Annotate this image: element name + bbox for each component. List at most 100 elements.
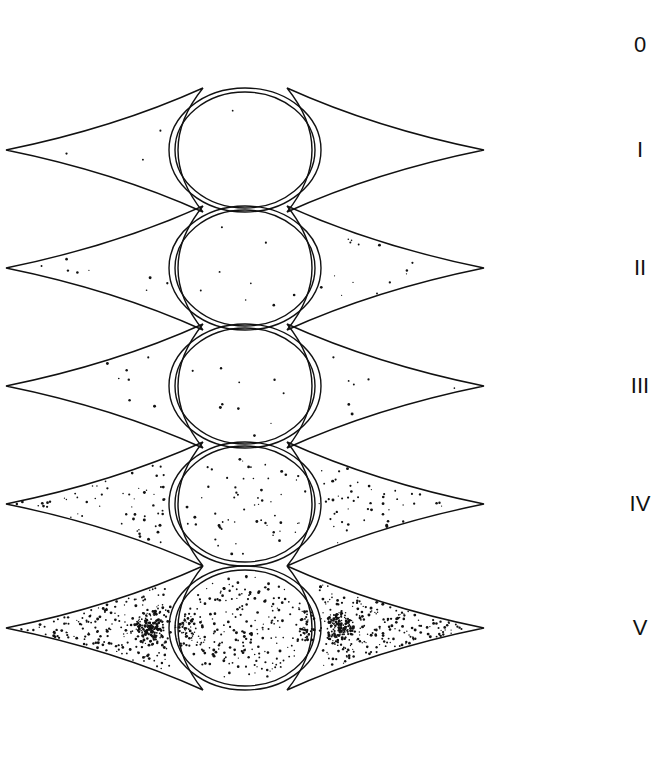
opacity-dot bbox=[306, 629, 308, 631]
opacity-dot bbox=[146, 654, 149, 657]
opacity-dot bbox=[162, 627, 164, 629]
opacity-dot bbox=[429, 626, 430, 627]
opacity-dot bbox=[348, 380, 350, 382]
opacity-dot bbox=[186, 632, 187, 633]
opacity-dot bbox=[267, 588, 270, 591]
opacity-dot bbox=[377, 611, 379, 613]
opacity-dot bbox=[190, 620, 192, 622]
opacity-dot bbox=[213, 641, 215, 643]
opacity-dot bbox=[294, 655, 295, 656]
opacity-dot bbox=[141, 646, 143, 648]
opacity-dot bbox=[127, 633, 128, 634]
opacity-dot bbox=[329, 599, 330, 600]
opacity-dot bbox=[390, 624, 393, 627]
opacity-dot bbox=[398, 614, 400, 616]
opacity-dot bbox=[122, 493, 124, 495]
opacity-dot bbox=[347, 631, 349, 633]
opacity-dot bbox=[162, 604, 164, 606]
opacity-dot bbox=[234, 653, 236, 655]
opacity-dot bbox=[121, 646, 124, 649]
opacity-dot bbox=[247, 656, 249, 658]
opacity-dot bbox=[92, 485, 94, 487]
opacity-dot bbox=[284, 598, 287, 601]
opacity-dot bbox=[277, 608, 278, 609]
opacity-dot bbox=[254, 664, 256, 666]
opacity-dot bbox=[148, 625, 150, 627]
opacity-dot bbox=[304, 629, 305, 630]
opacity-dot bbox=[326, 652, 328, 654]
opacity-dot bbox=[145, 643, 146, 644]
opacity-dot bbox=[37, 505, 39, 507]
opacity-dot bbox=[281, 619, 284, 622]
opacity-dot bbox=[235, 491, 237, 493]
grade-label: III bbox=[631, 375, 649, 397]
opacity-dot bbox=[310, 630, 312, 632]
opacity-dot bbox=[92, 642, 94, 644]
opacity-dot bbox=[162, 594, 165, 597]
opacity-dot bbox=[124, 604, 125, 605]
opacity-dot bbox=[137, 651, 138, 652]
opacity-dot bbox=[334, 644, 335, 645]
opacity-dot bbox=[262, 629, 263, 630]
opacity-dot bbox=[245, 299, 247, 301]
grade-label: V bbox=[633, 617, 648, 639]
opacity-dot bbox=[338, 627, 341, 630]
opacity-dot bbox=[304, 627, 306, 629]
opacity-dot bbox=[176, 638, 178, 640]
opacity-dot bbox=[98, 607, 99, 608]
opacity-dot bbox=[121, 644, 123, 646]
opacity-dot bbox=[138, 619, 139, 620]
opacity-dot bbox=[340, 616, 342, 618]
opacity-dot bbox=[223, 624, 225, 626]
opacity-dot bbox=[204, 602, 207, 605]
opacity-dot bbox=[180, 642, 182, 644]
opacity-dot bbox=[236, 588, 238, 590]
opacity-dot bbox=[167, 637, 169, 639]
opacity-dot bbox=[352, 630, 353, 631]
opacity-dot bbox=[181, 632, 183, 634]
opacity-dot bbox=[308, 633, 310, 635]
opacity-dot bbox=[344, 615, 346, 617]
opacity-dot bbox=[160, 541, 162, 543]
opacity-dot bbox=[249, 641, 252, 644]
opacity-dot bbox=[255, 577, 256, 578]
opacity-dot bbox=[328, 634, 331, 637]
opacity-dot bbox=[138, 488, 139, 489]
opacity-dot bbox=[233, 496, 235, 498]
opacity-dot bbox=[64, 498, 65, 499]
opacity-dot bbox=[278, 585, 280, 587]
opacity-dot bbox=[243, 478, 245, 480]
opacity-dot bbox=[273, 379, 275, 381]
opacity-dot bbox=[333, 623, 334, 624]
opacity-dot bbox=[395, 610, 397, 612]
opacity-dot bbox=[144, 619, 147, 622]
opacity-dot bbox=[198, 635, 200, 637]
opacity-dot bbox=[275, 637, 276, 638]
opacity-dot bbox=[245, 603, 247, 605]
opacity-dot bbox=[144, 598, 146, 600]
opacity-dot bbox=[260, 519, 262, 521]
opacity-dot bbox=[128, 399, 131, 402]
opacity-dot bbox=[152, 504, 154, 506]
opacity-dot bbox=[346, 656, 348, 658]
opacity-dot bbox=[150, 640, 152, 642]
opacity-dot bbox=[121, 653, 123, 655]
opacity-dot bbox=[331, 596, 333, 598]
opacity-dot bbox=[77, 513, 78, 514]
opacity-dot bbox=[304, 618, 306, 620]
opacity-dot bbox=[350, 490, 353, 493]
opacity-dot bbox=[232, 662, 234, 664]
opacity-dot bbox=[160, 466, 162, 468]
opacity-dot bbox=[265, 242, 267, 244]
opacity-dot bbox=[214, 598, 216, 600]
opacity-dot bbox=[413, 614, 416, 617]
opacity-dot bbox=[367, 508, 369, 510]
opacity-dot bbox=[392, 638, 395, 641]
opacity-dot bbox=[272, 603, 274, 605]
opacity-dot bbox=[94, 498, 96, 500]
opacity-dot bbox=[125, 513, 127, 515]
opacity-dot bbox=[159, 637, 161, 639]
opacity-dot bbox=[344, 660, 346, 662]
opacity-dot bbox=[337, 603, 339, 605]
opacity-dot bbox=[149, 633, 152, 636]
